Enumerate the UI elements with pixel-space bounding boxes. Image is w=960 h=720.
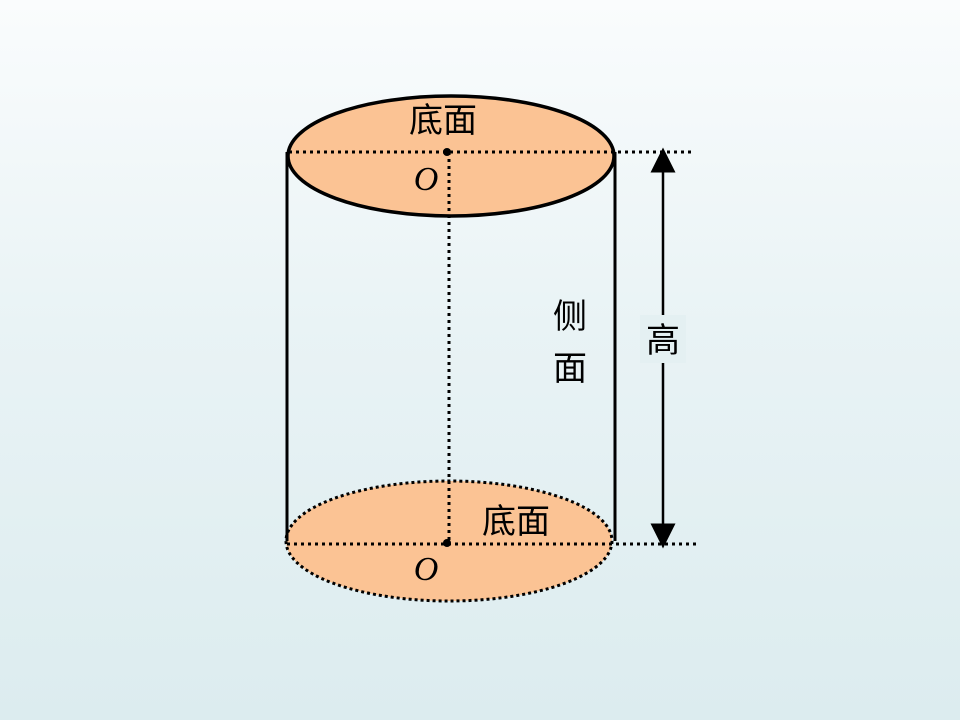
height-label: 高 — [646, 321, 680, 361]
top-base-label: 底面 — [409, 101, 477, 141]
lateral-surface-label-line1: 侧 — [553, 297, 587, 337]
top-center-point — [443, 148, 451, 156]
top-center-label: O — [414, 161, 439, 198]
top-base-ellipse — [286, 94, 616, 218]
bottom-base-label: 底面 — [482, 502, 550, 542]
bottom-center-point — [443, 539, 451, 547]
height-label-bg — [640, 315, 686, 363]
bottom-center-label: O — [414, 551, 439, 588]
lateral-surface-label-line2: 面 — [553, 349, 587, 389]
